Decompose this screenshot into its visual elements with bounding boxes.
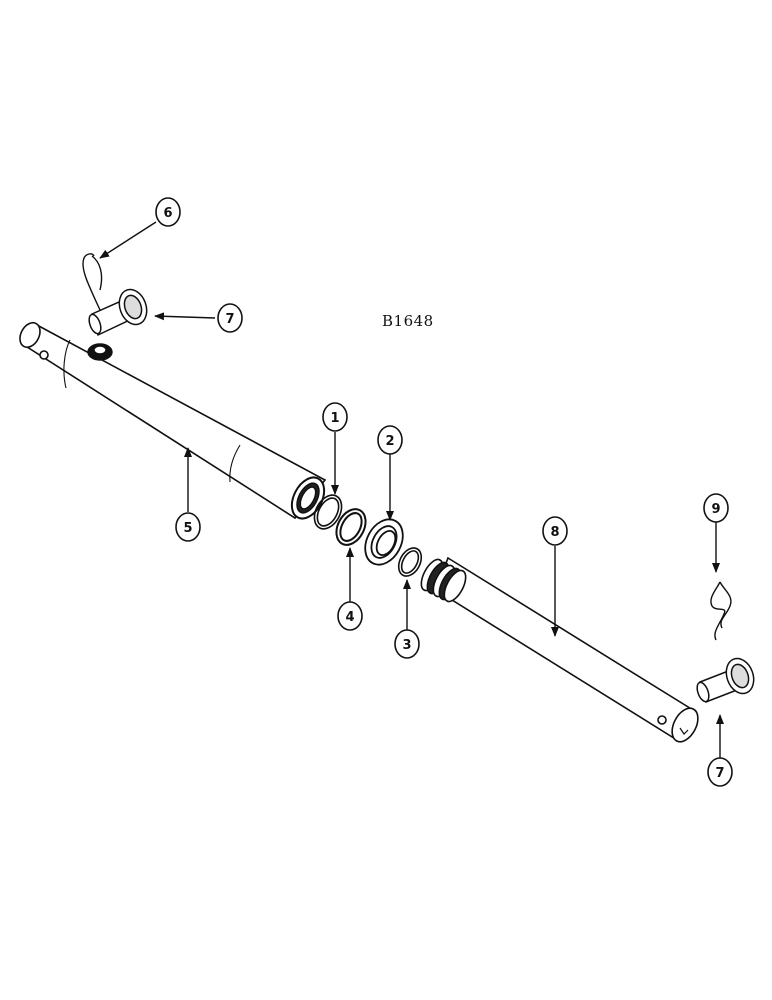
callout-9: 9 [703, 493, 729, 523]
barrel-tube [19, 321, 327, 520]
callout-1: 1 [322, 402, 348, 432]
leader-7a [154, 312, 216, 321]
rod-tube [435, 556, 699, 743]
drawing-code: B1648 [382, 312, 434, 330]
svg-text:6: 6 [163, 206, 172, 221]
seal-ring-1 [313, 494, 343, 530]
svg-text:1: 1 [330, 411, 339, 426]
callout-5: 5 [175, 512, 201, 542]
callout-7-top: 7 [217, 303, 243, 333]
cotter-pin [82, 253, 103, 311]
backup-ring-4 [335, 508, 367, 546]
svg-text:2: 2 [385, 434, 394, 449]
callout-7-bottom: 7 [707, 757, 733, 787]
wiper-seal-2 [364, 518, 404, 566]
svg-text:7: 7 [715, 766, 724, 781]
clevis-pin-top [88, 288, 148, 337]
clevis-pin-bottom [696, 657, 755, 703]
svg-text:9: 9 [711, 502, 720, 517]
o-ring-3 [397, 547, 423, 577]
svg-text:7: 7 [225, 312, 234, 327]
svg-text:5: 5 [183, 521, 192, 536]
hairpin-clip [710, 581, 732, 641]
leader-6 [99, 221, 157, 259]
callout-4: 4 [337, 601, 363, 631]
svg-text:8: 8 [550, 525, 559, 540]
barrel-port-fitting [87, 343, 113, 361]
callout-2: 2 [377, 425, 403, 455]
svg-text:4: 4 [345, 610, 354, 625]
callout-3: 3 [394, 629, 420, 659]
callout-6: 6 [155, 197, 181, 227]
callout-8: 8 [542, 516, 568, 546]
svg-text:3: 3 [402, 638, 411, 653]
piston-head [420, 558, 467, 603]
